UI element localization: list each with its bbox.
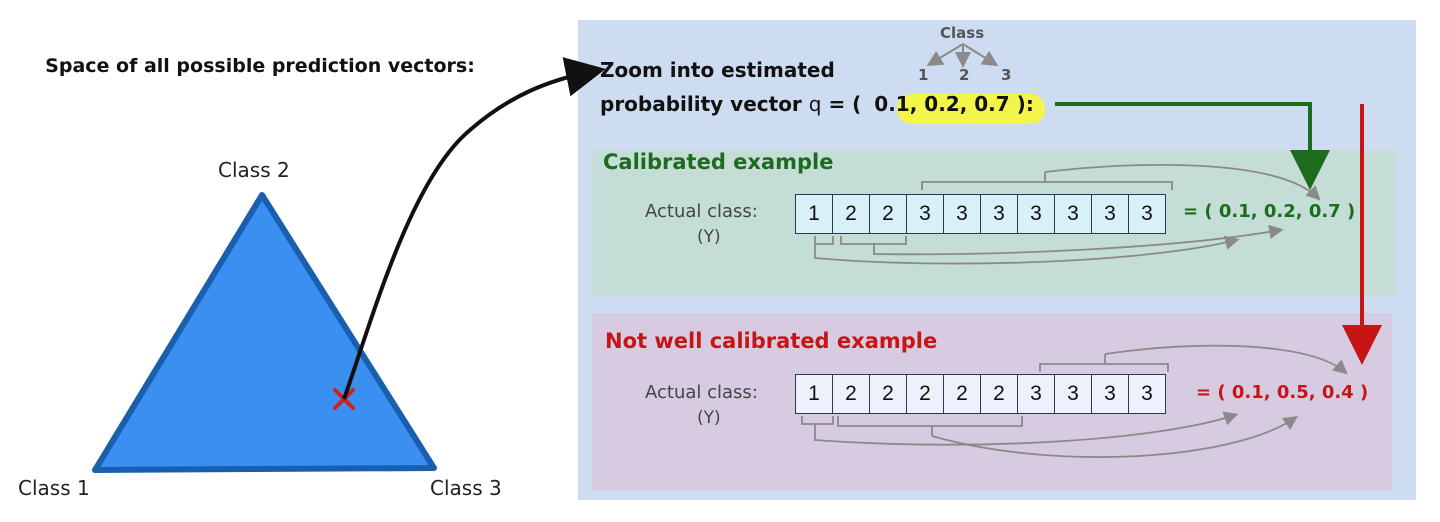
triangle-title: Space of all possible prediction vectors… [45,55,475,77]
vector-open: = ( [828,92,862,116]
vertex-label-class3: Class 3 [430,476,502,500]
class-header: Class [940,24,985,42]
class-cell: 2 [833,375,870,413]
class-cell: 2 [981,375,1018,413]
calibrated-grouping-curves [814,164,1321,265]
vector-highlight [897,94,1045,124]
not-calibrated-title: Not well calibrated example [605,329,938,353]
vertex-label-class1: Class 1 [18,476,90,500]
class-cell: 3 [1129,375,1165,413]
zoom-heading: Zoom into estimated [600,58,835,82]
class-cell: 3 [1092,195,1129,233]
zoom-arrow [342,57,606,400]
actual-class-label: Actual class: [645,382,758,403]
class-split-arrows [926,43,999,68]
class-cell: 2 [833,195,870,233]
class-cell: 3 [944,195,981,233]
probability-simplex-triangle [92,192,437,473]
vector-close: ): [1016,92,1034,116]
y-label: (Y) [697,408,721,428]
class-index-3: 3 [1001,66,1012,84]
vertex-label-class2: Class 2 [218,158,290,182]
calibrated-class-strip: 1 2 2 3 3 3 3 3 3 3 [795,194,1166,234]
class-cell: 3 [907,195,944,233]
class-cell: 2 [907,375,944,413]
class-index-2: 2 [959,66,970,84]
class-cell: 3 [981,195,1018,233]
calibrated-result: = ( 0.1, 0.2, 0.7 ) [1183,201,1356,222]
not-calibrated-result: = ( 0.1, 0.5, 0.4 ) [1196,382,1369,403]
q-symbol: q [808,92,822,116]
calibrated-connector-arrow [1055,102,1330,190]
class-cell: 1 [796,375,833,413]
class-cell: 3 [1129,195,1165,233]
class-cell: 3 [1018,375,1055,413]
probability-vector-line: probability vector q = ( 0.1, 0.2, 0.7 )… [600,92,1034,116]
class-cell: 1 [796,195,833,233]
class-cell: 3 [1018,195,1055,233]
class-cell: 2 [944,375,981,413]
class-cell: 2 [870,195,907,233]
probability-vector-values: 0.1, 0.2, 0.7 [874,92,1010,116]
y-label: (Y) [697,227,721,247]
class-cell: 2 [870,375,907,413]
class-cell: 3 [1092,375,1129,413]
class-cell: 3 [1055,195,1092,233]
class-index-1: 1 [918,66,929,84]
not-calibrated-grouping-curves [801,344,1348,458]
probability-vector-label: probability vector [600,92,802,116]
not-calibrated-class-strip: 1 2 2 2 2 2 3 3 3 3 [795,374,1166,414]
actual-class-label: Actual class: [645,201,758,222]
calibrated-title: Calibrated example [603,150,834,174]
class-cell: 3 [1055,375,1092,413]
